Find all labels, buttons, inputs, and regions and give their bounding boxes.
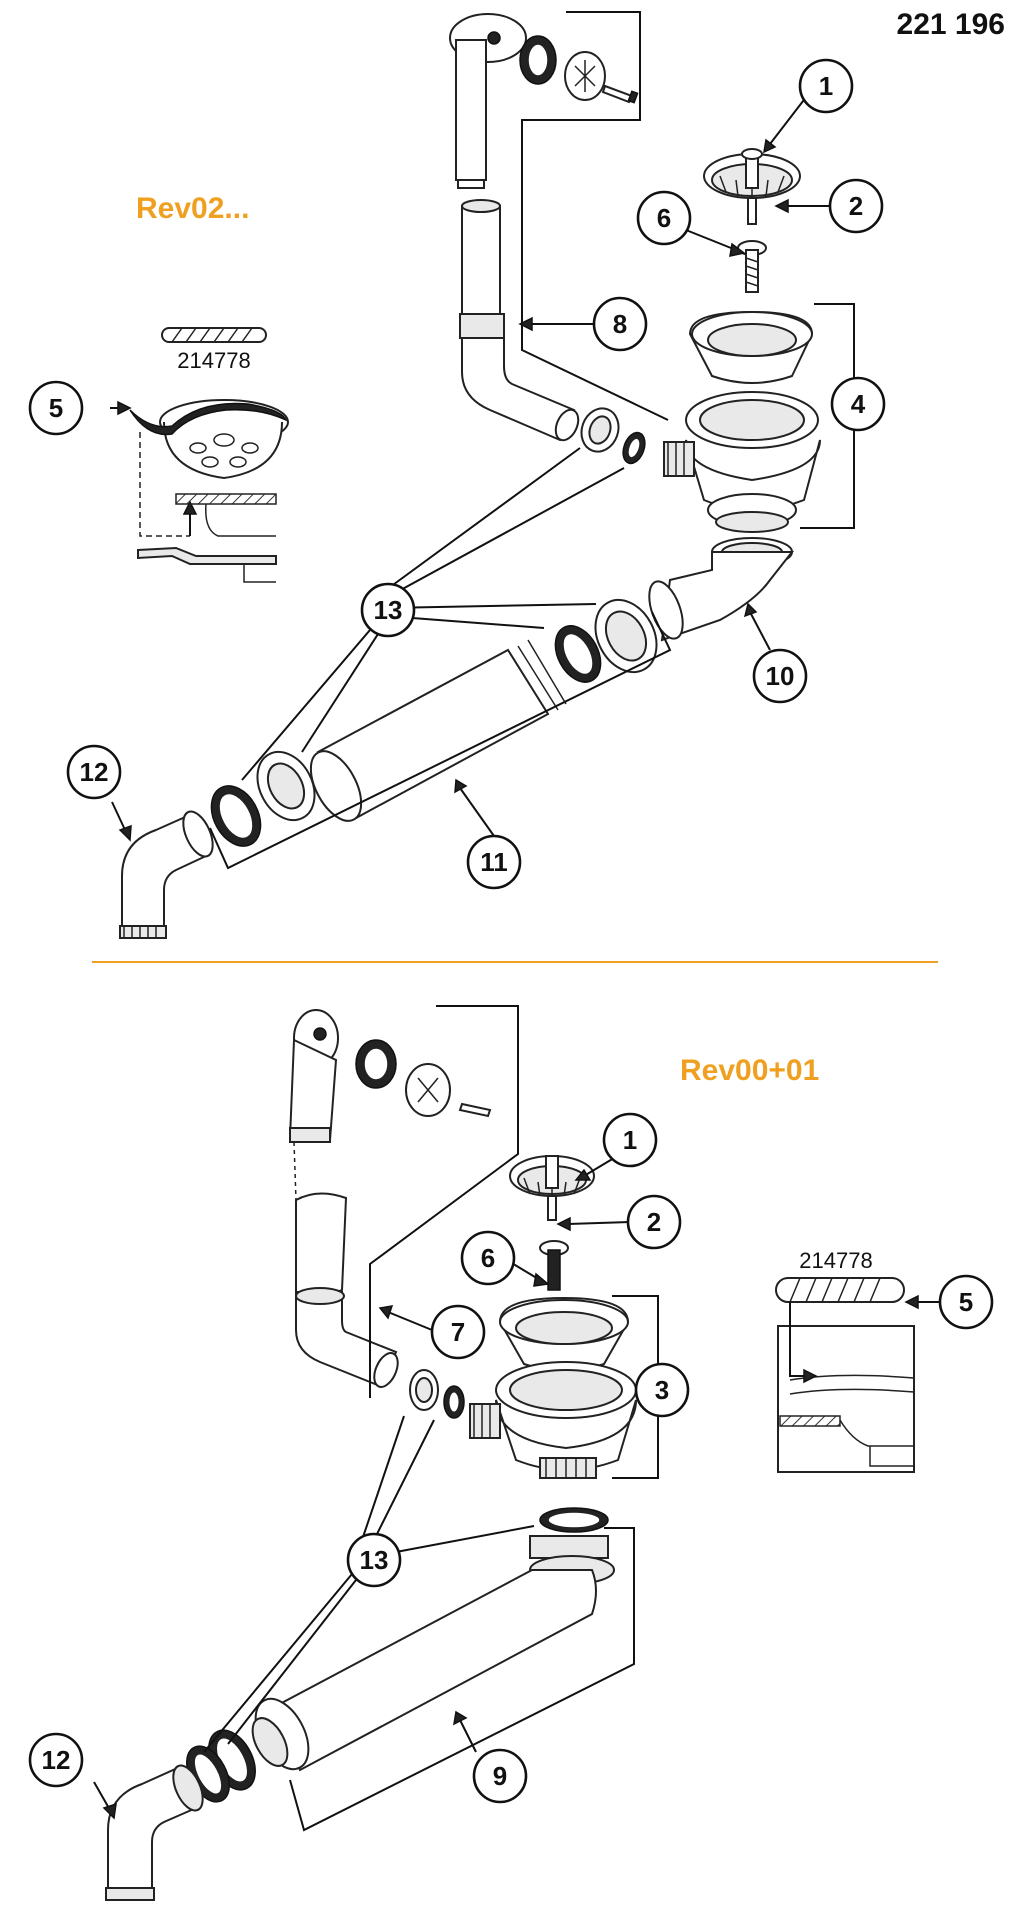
leaders-top <box>110 91 830 842</box>
bracket-8-top <box>521 11 669 421</box>
callout-13-top: 13 <box>360 582 416 638</box>
svg-text:3: 3 <box>655 1375 669 1405</box>
svg-text:1: 1 <box>819 71 833 101</box>
svg-text:8: 8 <box>613 309 627 339</box>
bracket-11-top <box>209 611 672 870</box>
svg-text:9: 9 <box>493 1761 507 1791</box>
cable-code-bottom: 214778 <box>799 1248 872 1273</box>
svg-text:5: 5 <box>959 1287 973 1317</box>
callouts-top: 1 2 6 8 4 5 13 10 <box>28 58 886 890</box>
svg-text:2: 2 <box>647 1207 661 1237</box>
callout-5-top: 5 <box>28 380 84 436</box>
callout-5-bottom: 5 <box>938 1274 994 1330</box>
svg-text:6: 6 <box>481 1243 495 1273</box>
svg-text:6: 6 <box>657 203 671 233</box>
strainer-body-top <box>663 310 821 533</box>
svg-text:13: 13 <box>360 1545 389 1575</box>
svg-text:5: 5 <box>49 393 63 423</box>
svg-text:11: 11 <box>480 847 508 877</box>
bottom-assembly <box>105 1005 915 1901</box>
callout-3-bottom: 3 <box>634 1362 690 1418</box>
svg-text:7: 7 <box>451 1317 465 1347</box>
callout-7-bottom: 7 <box>430 1304 486 1360</box>
svg-text:13: 13 <box>374 595 403 625</box>
strainer-basket-bottom <box>509 1155 595 1221</box>
svg-text:2: 2 <box>849 191 863 221</box>
part-number: 221 196 <box>897 8 1005 41</box>
screw-6-top <box>737 240 767 293</box>
svg-text:10: 10 <box>766 661 795 691</box>
revision-label-bottom: Rev00+01 <box>680 1054 819 1087</box>
svg-text:1: 1 <box>623 1125 637 1155</box>
callout-1-top: 1 <box>798 58 854 114</box>
leaders-bottom <box>93 1157 940 1820</box>
elbow-12-bottom <box>105 1764 204 1901</box>
cable-inset-top <box>129 327 289 583</box>
callout-12-bottom: 12 <box>28 1732 84 1788</box>
cable-inset-bottom <box>775 1277 915 1473</box>
svg-text:4: 4 <box>851 389 866 419</box>
callout-12-top: 12 <box>66 744 122 800</box>
long-pipe-top <box>210 598 658 847</box>
bracket-7-bottom <box>369 1005 519 1398</box>
callout-6-bottom: 6 <box>460 1230 516 1286</box>
long-pipe-bottom <box>186 1507 615 1803</box>
callout-2-bottom: 2 <box>626 1194 682 1250</box>
outlet-elbow-top <box>648 537 795 642</box>
callout-1-bottom: 1 <box>602 1112 658 1168</box>
screw-6-bottom <box>539 1240 569 1291</box>
cable-code-top: 214778 <box>177 348 250 373</box>
overflow-assembly-bottom <box>288 1009 492 1388</box>
callout-10-top: 10 <box>752 648 808 704</box>
callouts-bottom: 1 2 6 7 3 5 13 12 <box>28 1112 994 1804</box>
callout-2-top: 2 <box>828 178 884 234</box>
svg-text:12: 12 <box>42 1745 71 1775</box>
callout-8-top: 8 <box>592 296 648 352</box>
callout-4-top: 4 <box>830 376 886 432</box>
callout-6-top: 6 <box>636 190 692 246</box>
callout-13-bottom: 13 <box>346 1532 402 1588</box>
nut-and-seal-top-upper <box>580 407 646 465</box>
svg-text:12: 12 <box>80 757 109 787</box>
callout-11-top: 11 <box>466 834 522 890</box>
bracket-9-bottom <box>289 1527 635 1832</box>
overflow-assembly-top <box>449 13 639 442</box>
elbow-12-top <box>119 810 214 939</box>
top-assembly <box>119 11 855 939</box>
revision-label-top: Rev02... <box>136 192 249 225</box>
callout-9-bottom: 9 <box>472 1748 528 1804</box>
strainer-basket-top <box>703 148 801 225</box>
